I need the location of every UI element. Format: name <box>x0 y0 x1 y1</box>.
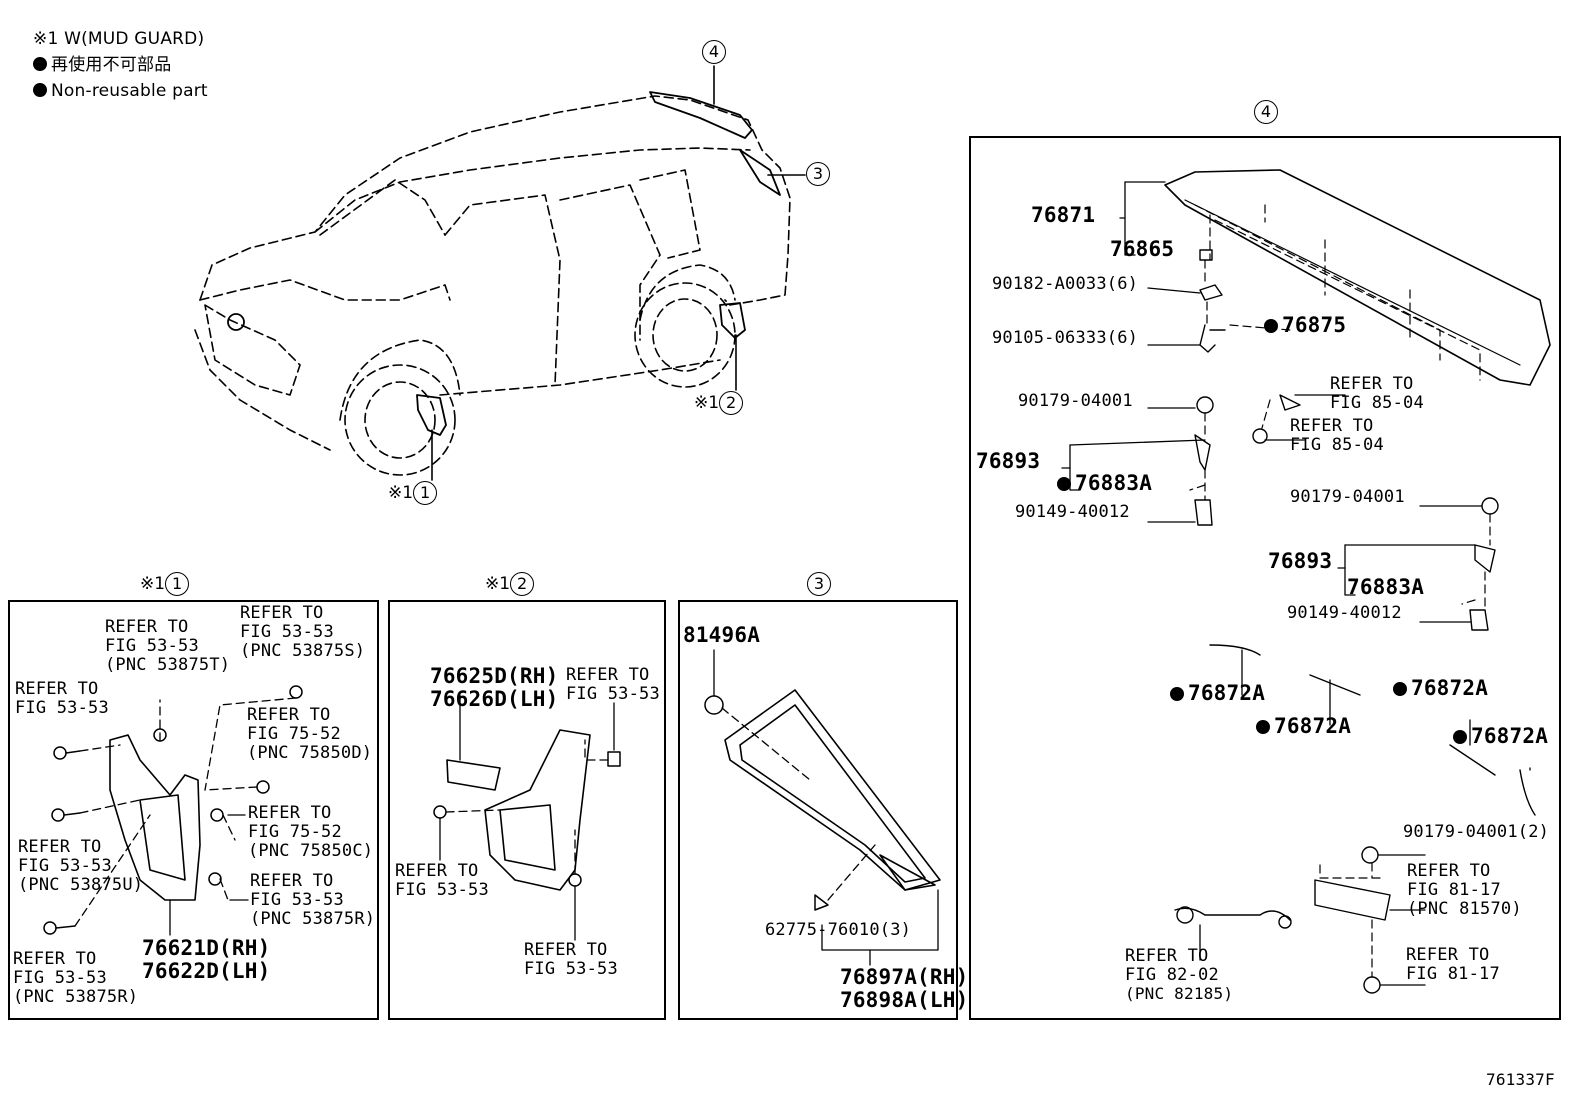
vehicle-body-outline <box>199 95 791 306</box>
vehicle-rear-wheel-inner <box>652 298 718 372</box>
diagram-code: 761337F <box>1486 1070 1555 1089</box>
overview-callout-2-mark: ※1 <box>694 393 720 413</box>
panel3-header: 3 <box>807 572 831 596</box>
overview-quarter-window <box>739 149 781 196</box>
quarter-window-inner <box>739 704 926 883</box>
p4-part-76871[interactable]: 76871 <box>1031 203 1096 227</box>
p4-part-90149-b[interactable]: 90149-40012 <box>1287 603 1402 623</box>
panel-4-rear-spoiler <box>969 136 1561 1020</box>
panel4-art <box>1061 169 1551 994</box>
p2-part-number[interactable]: 76625D(RH)76626D(LH) <box>430 664 559 711</box>
vehicle-sill <box>439 359 721 396</box>
p4-part-76872A-a[interactable]: 76872A <box>1170 682 1265 705</box>
overview-callout-3[interactable]: 3 <box>806 162 830 186</box>
vehicle-front-wheel-inner <box>364 381 436 459</box>
p3-part-62775[interactable]: 62775-76010(3) <box>765 920 912 940</box>
p4-part-90179-a[interactable]: 90179-04001 <box>1018 391 1133 411</box>
legend-en-nonreusable: Non-reusable part <box>33 78 208 104</box>
vehicle-rear-door <box>559 184 661 341</box>
legend-jp-nonreusable: 再使用不可部品 <box>33 52 171 78</box>
vehicle-rear-window <box>639 169 701 259</box>
panel4-header: 4 <box>1254 100 1278 124</box>
p4-part-76865[interactable]: 76865 <box>1110 237 1175 261</box>
vehicle-overview-drawing <box>194 95 791 476</box>
panel-1-front-mudguard <box>8 600 379 1020</box>
p4-part-90179x2[interactable]: 90179-04001(2) <box>1403 822 1550 842</box>
panel1-leaders <box>74 697 297 927</box>
vehicle-highlighted-parts <box>227 91 781 436</box>
p4-part-76893-a[interactable]: 76893 <box>976 449 1041 473</box>
vehicle-grille <box>204 304 301 396</box>
front-mudguard-inner <box>139 794 186 881</box>
legend-mudguard-note: ※1 W(MUD GUARD) <box>33 29 205 49</box>
panel1-art <box>43 685 303 936</box>
vehicle-front-fender-arch <box>339 339 461 421</box>
panel1-solid-leaders <box>169 814 249 936</box>
p4-part-76883A-b[interactable]: 76883A <box>1347 575 1425 599</box>
vehicle-rear-wheel <box>634 282 736 388</box>
overview-leaders <box>431 65 806 481</box>
vehicle-front-door <box>444 194 561 386</box>
p4-part-76883A-a[interactable]: 76883A <box>1057 472 1152 495</box>
p3-part-81496A[interactable]: 81496A <box>683 623 761 647</box>
vehicle-rear-fender-arch <box>639 264 736 321</box>
vehicle-windshield <box>319 179 446 236</box>
p4-part-90179-b[interactable]: 90179-04001 <box>1290 487 1405 507</box>
overview-emblem <box>227 313 245 331</box>
p3-part-number[interactable]: 76897A(RH)76898A(LH) <box>840 965 969 1012</box>
overview-front-mudguard <box>416 394 447 436</box>
overview-callout-1[interactable]: 1 <box>413 481 438 505</box>
wire-harness <box>1174 907 1291 921</box>
vehicle-front-wheel <box>344 364 456 476</box>
p4-part-76872A-c[interactable]: 76872A <box>1256 715 1351 738</box>
p4-part-76872A-d[interactable]: 76872A <box>1453 725 1548 748</box>
rear-mudguard-flap <box>446 759 501 791</box>
overview-callout-4[interactable]: 4 <box>702 40 726 64</box>
p4-part-90149-a[interactable]: 90149-40012 <box>1015 502 1130 522</box>
p4-part-76893-b[interactable]: 76893 <box>1268 549 1333 573</box>
overview-callout-2[interactable]: 2 <box>719 391 744 415</box>
overview-rear-mudguard <box>719 302 746 339</box>
p4-part-76875[interactable]: 76875 <box>1264 314 1346 337</box>
p4-part-90182[interactable]: 90182-A0033(6) <box>992 274 1139 294</box>
panel-2-rear-mudguard <box>388 600 666 1020</box>
spoiler-dashed-lines <box>1194 204 1481 381</box>
overview-rear-spoiler <box>649 91 753 139</box>
panel-3-quarter-window <box>678 600 958 1020</box>
spoiler-shape <box>1164 169 1551 386</box>
p1-part-number[interactable]: 76621D(RH)76622D(LH) <box>142 936 271 983</box>
panel2-art <box>433 694 621 941</box>
rear-mudguard-shape <box>484 729 591 891</box>
overview-callout-1-mark: ※1 <box>388 483 414 503</box>
vehicle-hood <box>199 279 451 301</box>
vehicle-roofline <box>314 147 751 233</box>
p4-part-90105[interactable]: 90105-06333(6) <box>992 328 1139 348</box>
p4-part-76872A-b[interactable]: 76872A <box>1393 677 1488 700</box>
front-mudguard-shape <box>109 734 201 901</box>
rear-mudguard-inner <box>499 804 556 871</box>
vehicle-front-bumper <box>194 329 331 451</box>
panel3-art <box>704 649 941 966</box>
